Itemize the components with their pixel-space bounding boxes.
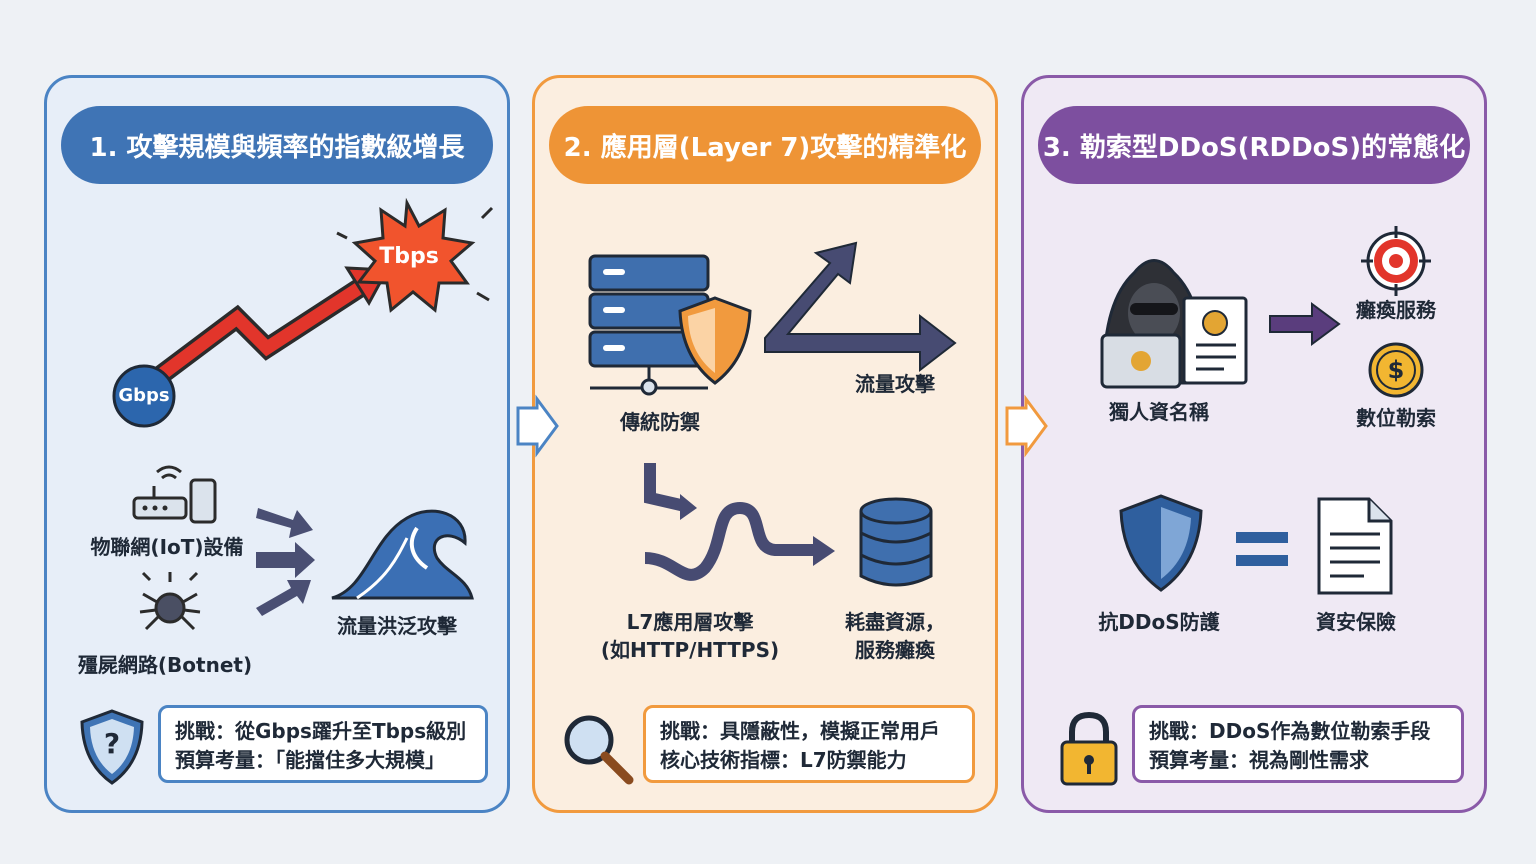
chevron-right-icon	[516, 394, 559, 458]
challenge-text: 挑戰：從Gbps躍升至Tbps級別	[175, 719, 467, 743]
iot-router-icon	[132, 465, 217, 524]
coin-icon	[1368, 342, 1424, 398]
challenge-box: 挑戰：DDoS作為數位勒索手段 預算考量：視為剛性需求	[1132, 705, 1464, 783]
protect-shield-icon	[1119, 494, 1203, 592]
panel-rddos: 3. 勒索型DDoS(RDDoS)的常態化 獨人資名稱 癱瘓服務 $ 數位勒索 …	[1021, 75, 1487, 813]
protect-label: 抗DDoS防護	[1098, 610, 1220, 634]
paralysis-label: 癱瘓服務	[1356, 298, 1436, 322]
budget-text: 預算考量：「能擋住多大規模」	[175, 748, 445, 772]
insurance-label: 資安保險	[1316, 610, 1396, 634]
gbps-label: Gbps	[118, 385, 170, 406]
shield-question-icon	[80, 709, 144, 785]
iot-label: 物聯網(IoT)設備	[90, 535, 244, 559]
deflect-arrow-icon	[764, 241, 957, 373]
botnet-spider-icon	[139, 571, 201, 631]
ransom-label: 獨人資名稱	[1109, 400, 1209, 424]
panel-title: 2. 應用層(Layer 7)攻擊的精準化	[549, 106, 981, 184]
panel-layer7: 2. 應用層(Layer 7)攻擊的精準化 傳統防禦 流量攻擊 L7應用層攻擊 …	[532, 75, 998, 813]
flood-label: 流量洪泛攻擊	[337, 614, 457, 638]
challenge-text: 挑戰：DDoS作為數位勒索手段	[1149, 719, 1431, 743]
panel-title: 1. 攻擊規模與頻率的指數級增長	[61, 106, 493, 184]
digital-ransom-label: 數位勒索	[1356, 406, 1436, 430]
l7-attack-label: L7應用層攻擊 (如HTTP/HTTPS)	[600, 610, 780, 662]
challenge-box: 挑戰：具隱蔽性，模擬正常用戶 核心技術指標：L7防禦能力	[643, 705, 975, 783]
magnifier-icon	[564, 715, 634, 785]
panel-title: 3. 勒索型DDoS(RDDoS)的常態化	[1038, 106, 1470, 184]
database-icon	[859, 497, 933, 587]
budget-text: 預算考量：視為剛性需求	[1149, 748, 1369, 772]
hacker-icon	[1100, 259, 1248, 389]
chevron-right-icon	[1005, 394, 1048, 458]
dollar-icon: $	[1387, 356, 1405, 384]
metric-text: 核心技術指標：L7防禦能力	[660, 748, 907, 772]
flow-arrows-icon	[256, 508, 315, 616]
target-icon	[1361, 226, 1431, 296]
traffic-attack-label: 流量攻擊	[855, 372, 935, 396]
tbps-label: Tbps	[379, 244, 439, 269]
sneaky-arrow-icon	[644, 463, 835, 581]
lock-icon	[1060, 711, 1118, 786]
exhaust-label: 耗盡資源， 服務癱瘓	[845, 610, 945, 662]
panel-attack-scale: 1. 攻擊規模與頻率的指數級增長 Gbps Tbps 物聯網(IoT)設備 殭屍…	[44, 75, 510, 813]
document-icon	[1317, 497, 1393, 595]
challenge-text: 挑戰：具隱蔽性，模擬正常用戶	[660, 719, 940, 743]
botnet-label: 殭屍網路(Botnet)	[77, 653, 253, 677]
server-icon	[588, 254, 752, 396]
traditional-defense-label: 傳統防禦	[620, 410, 700, 434]
wave-icon	[331, 509, 474, 600]
challenge-box: 挑戰：從Gbps躍升至Tbps級別 預算考量：「能擋住多大規模」	[158, 705, 488, 783]
arrow-right-icon	[1269, 302, 1341, 346]
question-mark-icon: ?	[103, 727, 121, 760]
equals-icon	[1236, 532, 1288, 566]
